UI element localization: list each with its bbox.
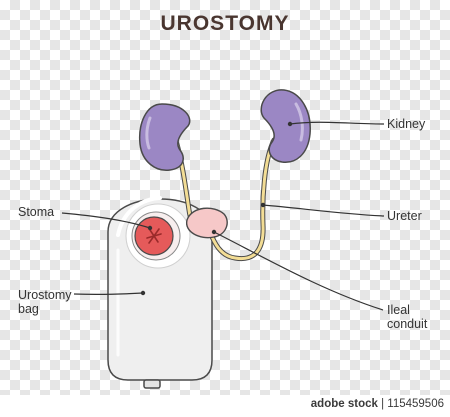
- label-stoma: Stoma: [18, 205, 55, 219]
- label-kidney: Kidney: [387, 117, 426, 131]
- label-ureter: Ureter: [387, 209, 422, 223]
- left-kidney: [138, 103, 191, 171]
- label-urostomy-bag-line1: Urostomy: [18, 288, 72, 302]
- label-urostomy-bag: Urostomy bag: [18, 288, 71, 316]
- urostomy-illustration: [61, 89, 385, 389]
- label-ileal-conduit-line1: Ileal: [387, 303, 410, 317]
- watermark-separator: |: [381, 398, 388, 410]
- label-urostomy-bag-line2: bag: [18, 302, 39, 316]
- watermark-brand: adobe stock: [310, 398, 378, 410]
- label-ileal-conduit: Ileal conduit: [387, 303, 427, 331]
- diagram-title: UROSTOMY: [160, 12, 290, 35]
- leader-lines: [61, 121, 385, 311]
- label-ileal-conduit-line2: conduit: [387, 317, 428, 331]
- stoma: [125, 203, 191, 269]
- stock-watermark: adobe stock | 115459506: [0, 395, 450, 417]
- right-kidney: [260, 89, 311, 163]
- watermark-id: 115459506: [387, 398, 444, 410]
- ileal-conduit: [186, 207, 228, 239]
